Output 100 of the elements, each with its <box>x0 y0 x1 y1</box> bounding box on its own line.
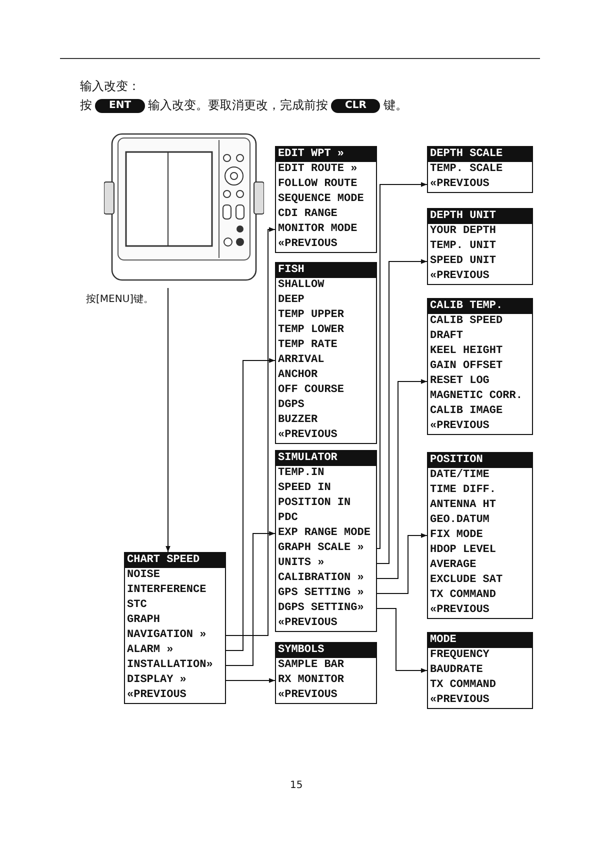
menu-item: BUZZER <box>277 413 319 428</box>
arrow <box>376 533 428 594</box>
menu-panel <box>427 452 533 619</box>
menu-item: FIX MODE <box>429 528 484 543</box>
menu-header: DEPTH UNIT <box>428 209 532 224</box>
menu-item: INTERFERENCE <box>126 583 208 598</box>
arrow <box>224 358 276 651</box>
arrow <box>376 608 428 673</box>
menu-item: YOUR DEPTH <box>429 224 498 239</box>
menu-item: «PREVIOUS <box>429 693 490 708</box>
menu-item: ANTENNA HT <box>429 498 498 513</box>
menu-panel <box>427 208 533 285</box>
menu-panel <box>427 146 533 193</box>
menu-item: RESET LOG <box>429 374 490 389</box>
menu-header: SIMULATOR <box>276 451 376 466</box>
menu-item: CALIB SPEED <box>429 314 504 329</box>
menu-item: NOISE <box>126 568 162 583</box>
arrow <box>376 379 428 579</box>
menu-item: «PREVIOUS <box>429 269 490 284</box>
menu-item: DRAFT <box>429 329 464 344</box>
menu-item: OFF COURSE <box>277 383 346 398</box>
menu-item: DEEP <box>277 293 306 308</box>
menu-item: GAIN OFFSET <box>429 359 504 374</box>
menu-header: SYMBOLS <box>276 643 376 658</box>
menu-item: TIME DIFF. <box>429 483 498 498</box>
menu-panel <box>427 632 533 709</box>
menu-item: DISPLAY » <box>126 673 188 688</box>
menu-item: TEMP. SCALE <box>429 162 504 177</box>
menu-item: HDOP LEVEL <box>429 543 498 558</box>
menu-item: MONITOR MODE <box>277 222 358 237</box>
arrow <box>224 227 276 636</box>
menu-item: «PREVIOUS <box>429 419 490 434</box>
menu-header: CALIB TEMP. <box>428 299 532 314</box>
menu-item: FOLLOW ROUTE <box>277 177 358 192</box>
menu-item: NAVIGATION » <box>126 628 208 643</box>
menu-item: EXP RANGE MODE <box>277 526 372 541</box>
instruction-text: 输入改变。要取消更改，完成前按 <box>148 97 328 114</box>
instruction-text: 按 <box>80 97 92 114</box>
menu-item: GEO.DATUM <box>429 513 490 528</box>
page-number: 15 <box>290 780 303 791</box>
menu-header: MODE <box>428 633 532 648</box>
menu-item: MAGNETIC CORR. <box>429 389 524 404</box>
menu-item: SAMPLE BAR <box>277 658 346 673</box>
menu-panel <box>275 262 377 444</box>
menu-item: ANCHOR <box>277 368 319 383</box>
caption-text: 按[MENU]键。 <box>86 292 154 306</box>
menu-item: PDC <box>277 511 299 526</box>
arrow <box>376 182 428 549</box>
menu-item: GRAPH <box>126 613 162 628</box>
menu-item: GPS SETTING » <box>277 586 365 601</box>
menu-item: GRAPH SCALE » <box>277 541 365 556</box>
menu-item: TX COMMAND <box>429 588 498 603</box>
menu-item: POSITION IN <box>277 496 352 511</box>
menu-item: TX COMMAND <box>429 678 498 693</box>
menu-item: INSTALLATION» <box>126 658 214 673</box>
menu-header: EDIT WPT » <box>276 147 376 162</box>
key-badge: CLR <box>331 98 380 112</box>
menu-item: ALARM » <box>126 643 174 658</box>
menu-item: EDIT ROUTE » <box>277 162 358 177</box>
menu-item: «PREVIOUS <box>126 688 188 703</box>
menu-item: «PREVIOUS <box>429 603 490 618</box>
key-badge: ENT <box>95 98 146 112</box>
menu-item: DGPS <box>277 398 306 413</box>
menu-header: FISH <box>276 263 376 278</box>
menu-panel <box>275 642 377 704</box>
menu-item: EXCLUDE SAT <box>429 573 504 588</box>
menu-item: «PREVIOUS <box>277 688 338 703</box>
menu-item: DATE/TIME <box>429 468 490 483</box>
menu-panel <box>275 146 377 253</box>
menu-item: AVERAGE <box>429 558 478 573</box>
menu-item: KEEL HEIGHT <box>429 344 504 359</box>
menu-item: STC <box>126 598 148 613</box>
arrow <box>166 288 170 552</box>
menu-header: POSITION <box>428 453 532 468</box>
menu-item: FREQUENCY <box>429 648 490 663</box>
arrow <box>224 678 276 683</box>
menu-item: «PREVIOUS <box>277 237 338 252</box>
menu-panel <box>427 298 533 435</box>
menu-item: SPEED UNIT <box>429 254 498 269</box>
menu-item: TEMP UPPER <box>277 308 346 323</box>
menu-item: SPEED IN <box>277 481 332 496</box>
menu-item: RX MONITOR <box>277 673 346 688</box>
menu-item: TEMP RATE <box>277 338 338 353</box>
menu-item: «PREVIOUS <box>277 616 338 631</box>
arrow <box>376 259 428 564</box>
instruction-text: 输入改变： <box>80 78 140 95</box>
menu-header: CHART SPEED <box>125 553 225 568</box>
menu-item: TEMP LOWER <box>277 323 346 338</box>
menu-item: CALIBRATION » <box>277 571 365 586</box>
menu-header: DEPTH SCALE <box>428 147 532 162</box>
menu-panel <box>275 450 377 632</box>
menu-item: «PREVIOUS <box>429 177 490 192</box>
menu-item: UNITS » <box>277 556 326 571</box>
menu-item: «PREVIOUS <box>277 428 338 443</box>
menu-item: SEQUENCE MODE <box>277 192 365 207</box>
menu-item: TEMP. UNIT <box>429 239 498 254</box>
menu-item: DGPS SETTING» <box>277 601 365 616</box>
instruction-text: 键。 <box>383 97 408 114</box>
menu-item: ARRIVAL <box>277 353 326 368</box>
arrow <box>224 531 276 666</box>
